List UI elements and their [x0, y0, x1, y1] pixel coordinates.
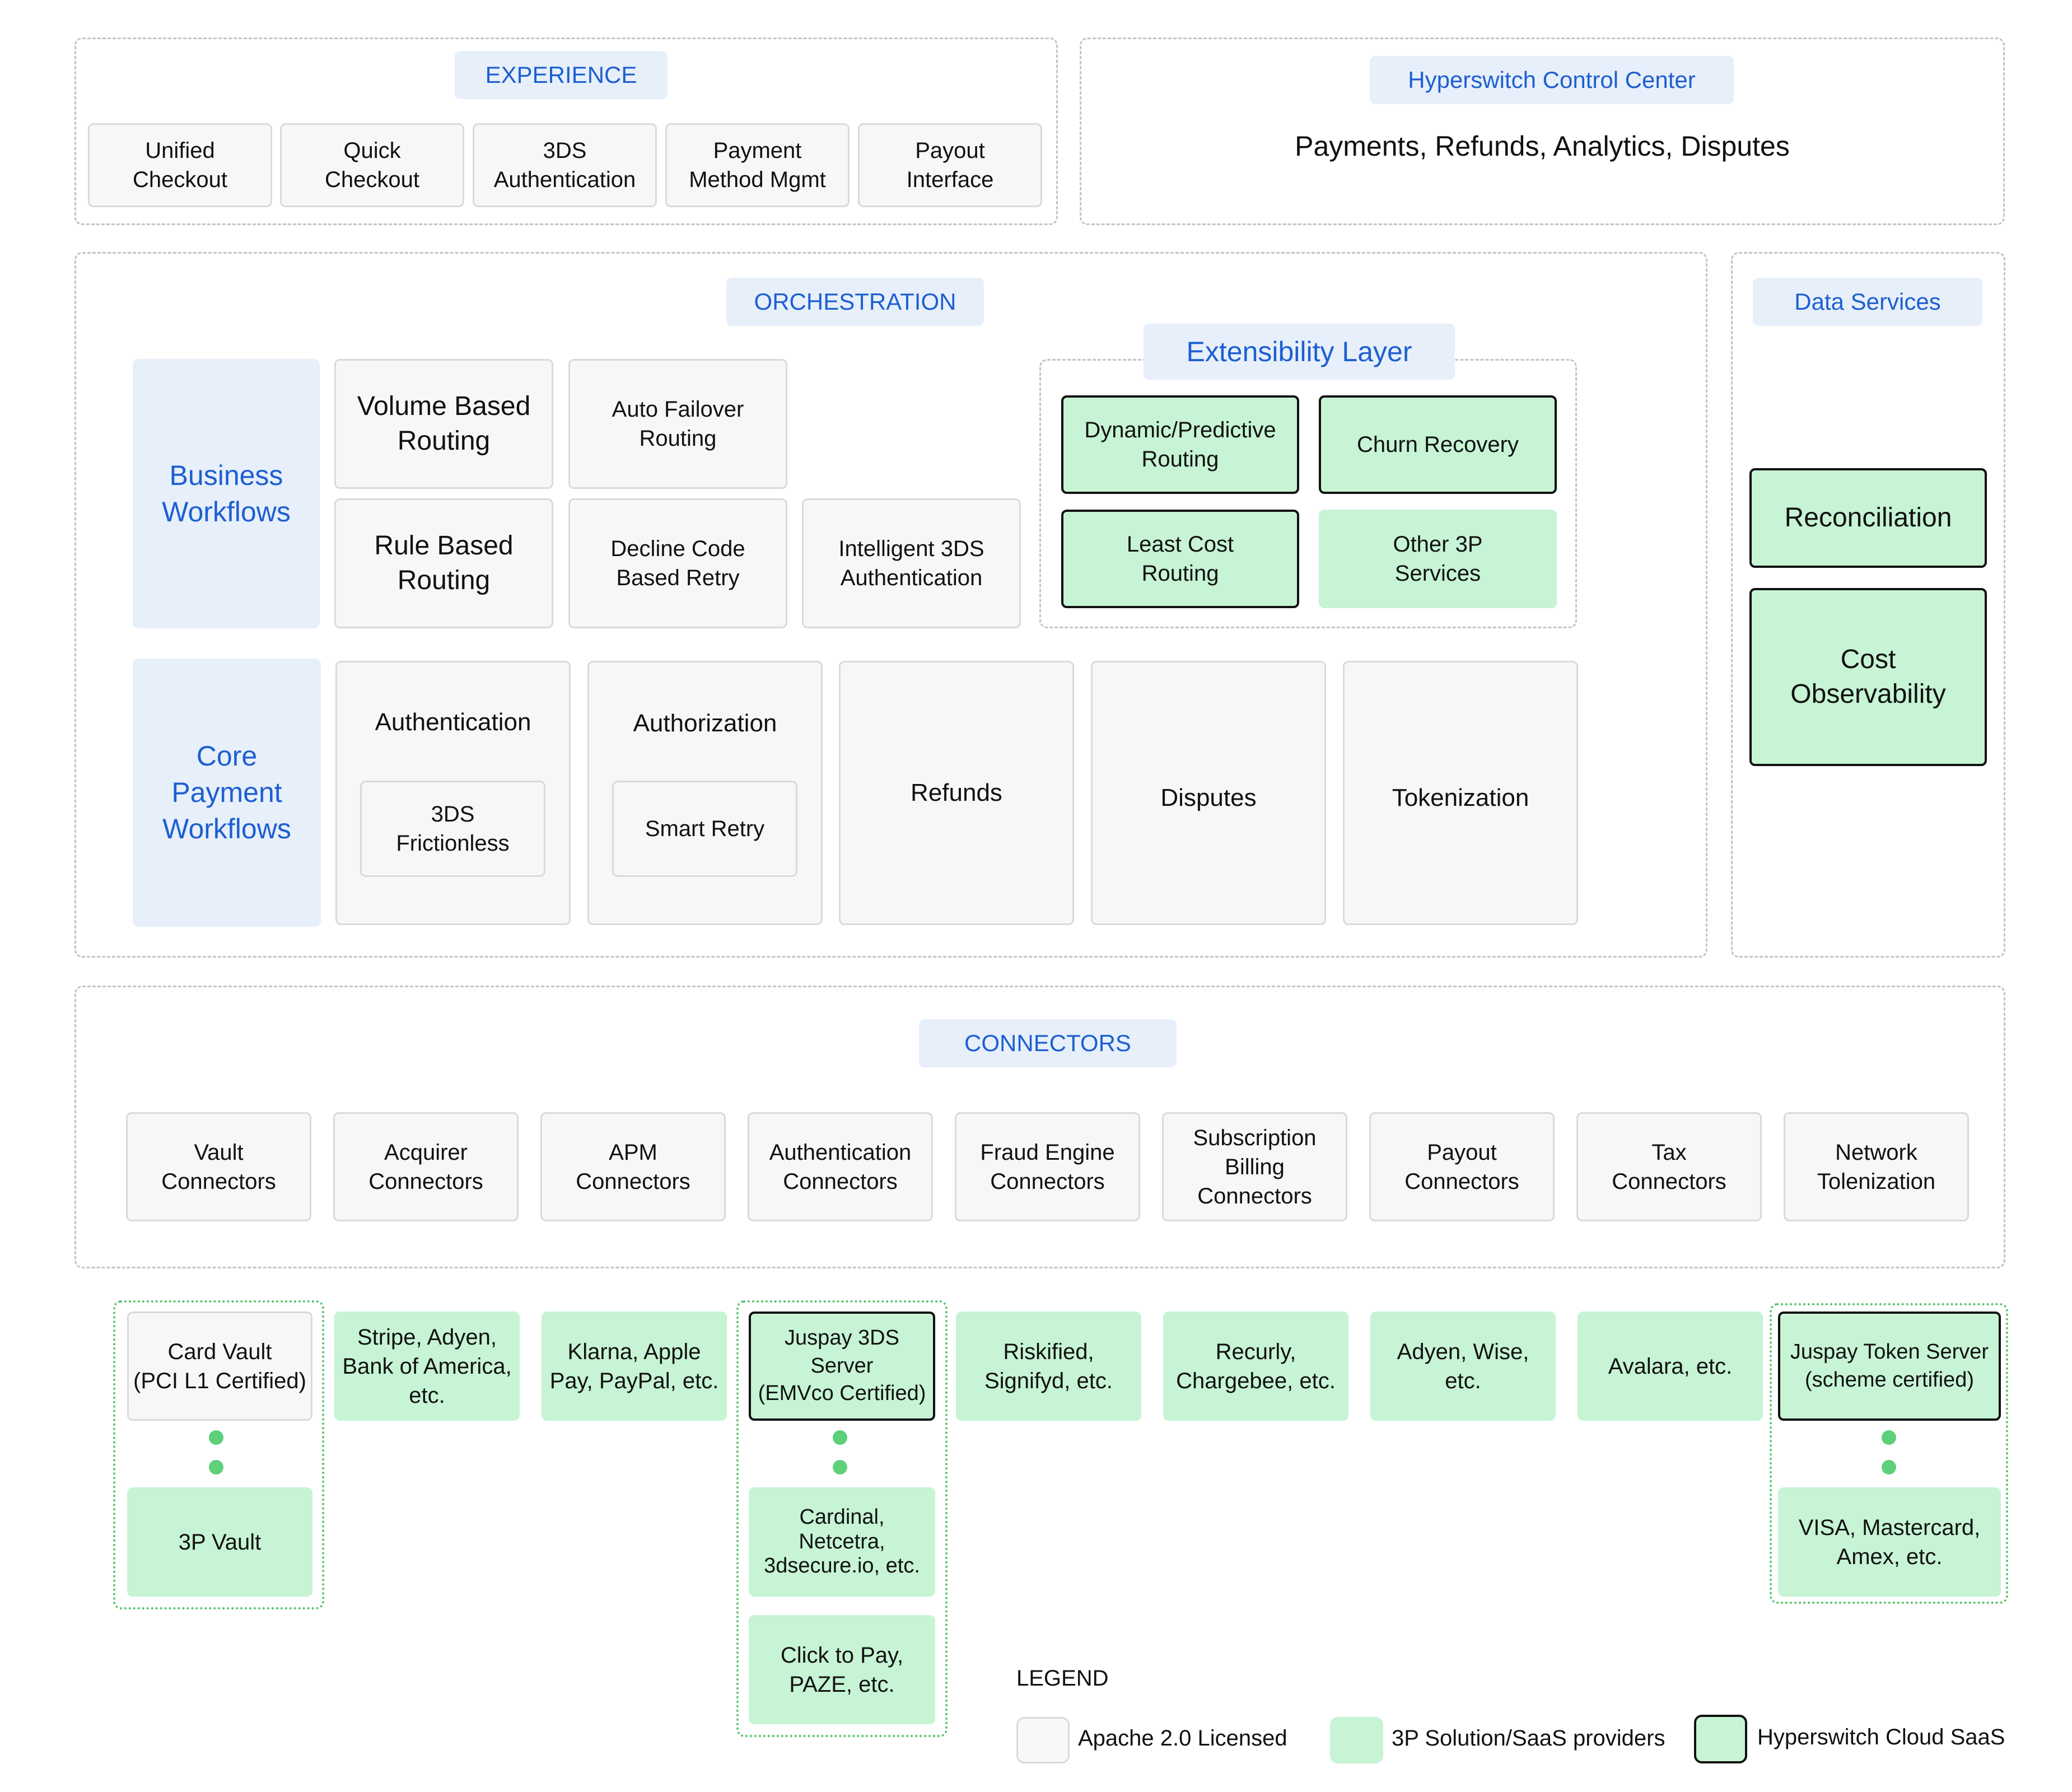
- dynamic-predictive-routing: Dynamic/Predictive Routing: [1061, 395, 1299, 494]
- other-3p-services: Other 3P Services: [1319, 510, 1557, 608]
- smart-retry: Smart Retry: [612, 781, 797, 877]
- data-services-title: Data Services: [1753, 278, 1982, 326]
- subscription-billing-connectors: Subscription Billing Connectors: [1162, 1112, 1347, 1221]
- disputes-column: Disputes: [1091, 661, 1326, 925]
- experience-payout-interface: Payout Interface: [858, 123, 1042, 207]
- experience-unified-checkout: Unified Checkout: [88, 123, 272, 207]
- control-center-panel: [1080, 38, 2005, 225]
- juspay-token-server: Juspay Token Server (scheme certified): [1778, 1312, 2001, 1421]
- tax-providers: Avalara, etc.: [1578, 1312, 1763, 1421]
- extensibility-title: Extensibility Layer: [1144, 324, 1455, 380]
- volume-based-routing: Volume Based Routing: [334, 359, 553, 489]
- orchestration-title: ORCHESTRATION: [726, 278, 984, 326]
- connector-dot: [1882, 1460, 1896, 1474]
- legend-swatch-apache: [1016, 1717, 1070, 1763]
- legend-swatch-hyperswitch: [1694, 1715, 1747, 1763]
- reconciliation: Reconciliation: [1749, 468, 1987, 568]
- click-to-pay-providers: Click to Pay, PAZE, etc.: [749, 1615, 935, 1724]
- card-network-providers: VISA, Mastercard, Amex, etc.: [1778, 1487, 2001, 1597]
- connector-dot: [209, 1430, 223, 1445]
- network-tokenization-connectors: Network Tolenization: [1784, 1112, 1969, 1221]
- data-services-panel: [1731, 252, 2005, 958]
- authentication-provider-group: [736, 1300, 948, 1737]
- payout-connectors: Payout Connectors: [1369, 1112, 1555, 1221]
- payout-providers: Adyen, Wise, etc.: [1370, 1312, 1556, 1421]
- rule-based-routing: Rule Based Routing: [334, 498, 553, 628]
- cost-observability: Cost Observability: [1749, 588, 1987, 766]
- connector-dot: [833, 1430, 847, 1445]
- core-payment-workflows-label: Core Payment Workflows: [133, 659, 321, 927]
- juspay-3ds-server: Juspay 3DS Server (EMVco Certified): [749, 1312, 935, 1421]
- connectors-panel: [74, 986, 2005, 1268]
- least-cost-routing: Least Cost Routing: [1061, 510, 1299, 608]
- connector-dot: [1882, 1430, 1896, 1445]
- connector-dot: [209, 1460, 223, 1474]
- decline-code-based-retry: Decline Code Based Retry: [568, 498, 787, 628]
- legend-label-3p: 3P Solution/SaaS providers: [1392, 1726, 1665, 1751]
- third-party-vault: 3P Vault: [127, 1487, 312, 1597]
- legend-title: LEGEND: [1016, 1666, 1109, 1691]
- business-workflows-label: Business Workflows: [133, 359, 320, 628]
- control-center-title: Hyperswitch Control Center: [1370, 56, 1734, 104]
- refunds-column: Refunds: [839, 661, 1074, 925]
- network-token-provider-group: [1770, 1303, 2008, 1604]
- card-vault: Card Vault (PCI L1 Certified): [127, 1312, 312, 1421]
- connector-dot: [833, 1460, 847, 1474]
- fraud-providers: Riskified, Signifyd, etc.: [956, 1312, 1141, 1421]
- auto-failover-routing: Auto Failover Routing: [568, 359, 787, 489]
- apm-providers: Klarna, Apple Pay, PayPal, etc.: [542, 1312, 727, 1421]
- legend-label-apache: Apache 2.0 Licensed: [1078, 1726, 1287, 1751]
- authorization-title: Authorization: [633, 710, 777, 737]
- vault-provider-group: [113, 1300, 324, 1609]
- vault-connectors: Vault Connectors: [126, 1112, 311, 1221]
- legend-label-hyperswitch: Hyperswitch Cloud SaaS: [1757, 1725, 2005, 1749]
- experience-panel: [74, 38, 1058, 225]
- orchestration-panel: [74, 252, 1707, 958]
- authentication-3p-providers: Cardinal, Netcetra, 3dsecure.io, etc.: [749, 1487, 935, 1597]
- acquirer-providers: Stripe, Adyen, Bank of America, etc.: [334, 1312, 520, 1421]
- experience-3ds-authentication: 3DS Authentication: [473, 123, 657, 207]
- tax-connectors: Tax Connectors: [1576, 1112, 1762, 1221]
- fraud-engine-connectors: Fraud Engine Connectors: [955, 1112, 1140, 1221]
- experience-title: EXPERIENCE: [455, 51, 668, 99]
- acquirer-connectors: Acquirer Connectors: [333, 1112, 519, 1221]
- experience-payment-method-mgmt: Payment Method Mgmt: [665, 123, 850, 207]
- churn-recovery: Churn Recovery: [1319, 395, 1557, 494]
- experience-quick-checkout: Quick Checkout: [280, 123, 464, 207]
- tokenization-column: Tokenization: [1343, 661, 1578, 925]
- connectors-title: CONNECTORS: [919, 1019, 1177, 1067]
- control-center-subtitle: Payments, Refunds, Analytics, Disputes: [1295, 130, 1790, 162]
- apm-connectors: APM Connectors: [540, 1112, 726, 1221]
- legend-swatch-3p: [1330, 1717, 1383, 1763]
- billing-providers: Recurly, Chargebee, etc.: [1163, 1312, 1348, 1421]
- 3ds-frictionless: 3DS Frictionless: [360, 781, 545, 877]
- intelligent-3ds-authentication: Intelligent 3DS Authentication: [802, 498, 1021, 628]
- authentication-title: Authentication: [375, 708, 531, 736]
- authentication-connectors: Authentication Connectors: [748, 1112, 933, 1221]
